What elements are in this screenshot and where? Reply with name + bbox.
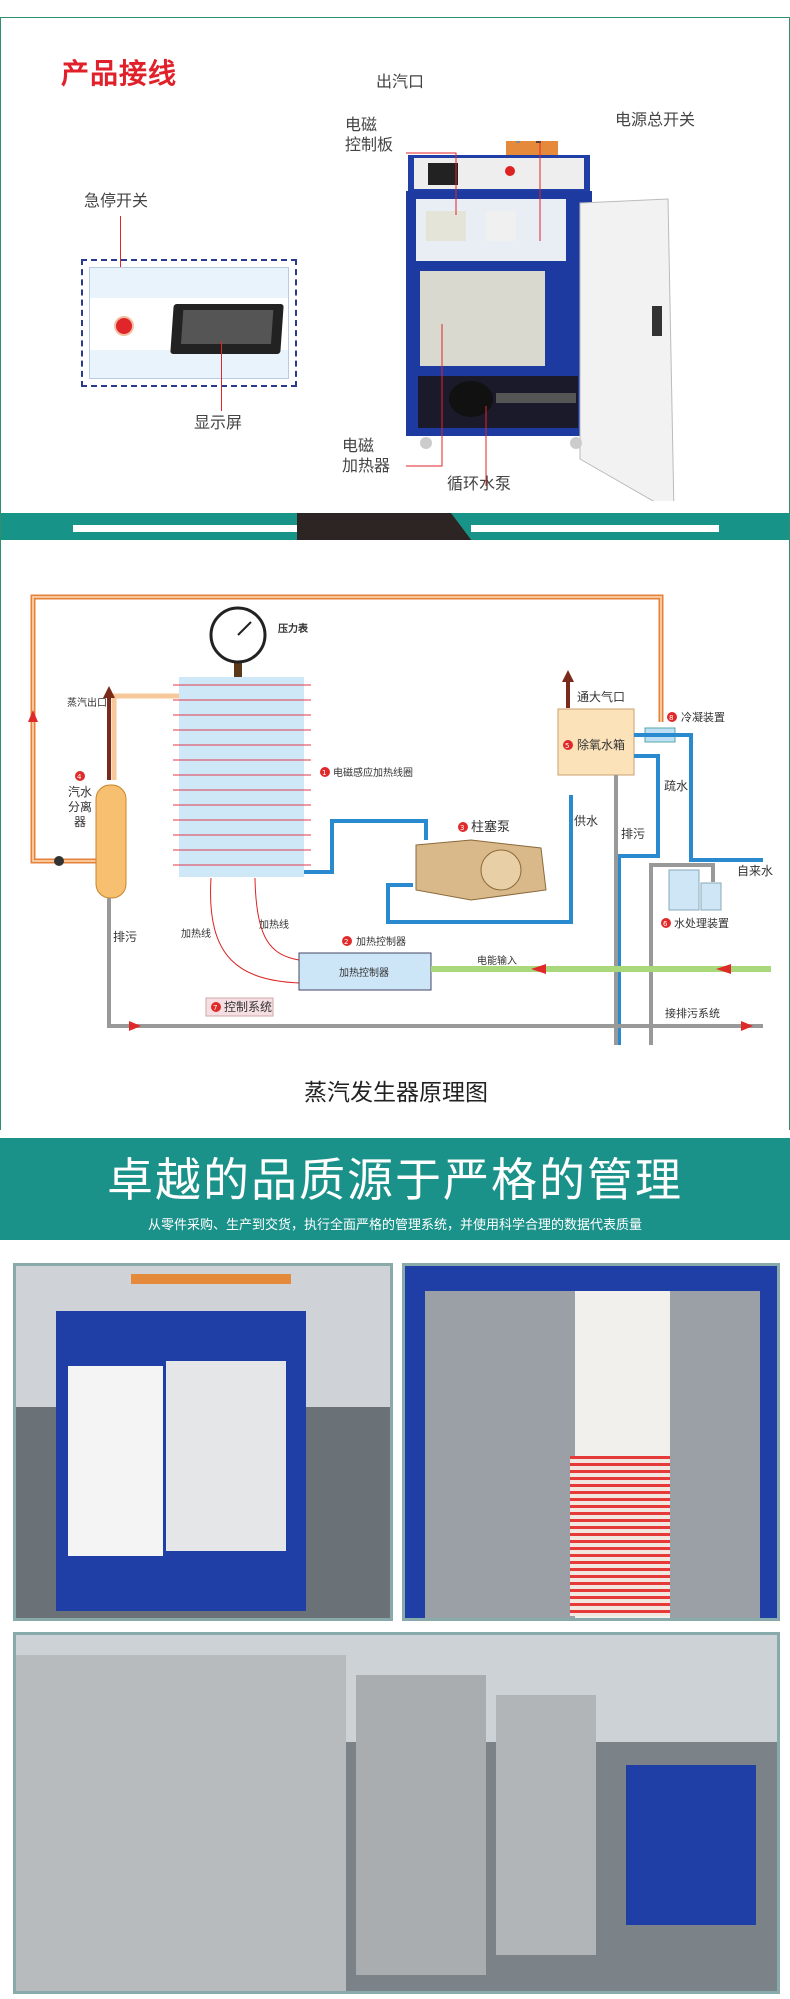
badge-number: 1 xyxy=(322,769,326,777)
product-wiring-panel: 产品接线 急停开关 显示屏 出汽口 xyxy=(0,17,790,540)
label-drain-water: 疏水 xyxy=(664,778,688,793)
label-line: 电磁 xyxy=(345,115,378,134)
label-heating-wire-2: 加热线 xyxy=(259,918,289,931)
badge-number: 3 xyxy=(460,824,464,832)
leader-line xyxy=(406,324,443,467)
leader-line xyxy=(539,141,541,241)
supply-pipe xyxy=(386,795,573,924)
sewage-pipe xyxy=(107,898,763,1028)
badge-number: 5 xyxy=(565,742,569,750)
quality-banner: 卓越的品质源于严格的管理 从零件采购、生产到交货，执行全面严格的管理系统，并使用… xyxy=(0,1138,790,1240)
label-line: 控制板 xyxy=(345,135,394,154)
label-water-treatment: 水处理装置 xyxy=(674,917,729,930)
label-heating-controller: 加热控制器 xyxy=(356,935,406,948)
label-tap-water: 自来水 xyxy=(737,864,773,878)
induction-heater xyxy=(420,271,545,366)
badge-number: 4 xyxy=(77,773,82,781)
section-divider-band xyxy=(1,513,789,540)
label-pressure-gauge: 压力表 xyxy=(278,622,309,635)
label-control-system: 控制系统 xyxy=(224,1000,272,1014)
steam-exit-arrow-icon xyxy=(103,686,115,698)
steam-manifold xyxy=(506,141,558,155)
badge-number: 7 xyxy=(213,1004,217,1012)
label-blowdown-right: 排污 xyxy=(621,827,645,841)
heater-column xyxy=(179,677,304,877)
label-coil: 电磁感应加热线圈 xyxy=(333,766,413,779)
label-circulation-pump: 循环水泵 xyxy=(447,474,512,493)
label-em-heater: 电磁加热器 xyxy=(342,436,390,476)
principle-diagram-panel: 压力表 蒸汽出口 4 汽水 分离 器 1 电磁感应加热线圈 3 柱塞泵 通大气口… xyxy=(0,540,790,1130)
heating-wire xyxy=(210,877,300,984)
control-system-tag xyxy=(205,997,274,1017)
drain-pipe xyxy=(617,754,660,1045)
quality-headline: 卓越的品质源于严格的管理 xyxy=(107,1153,683,1207)
heating-controller-box-label: 加热控制器 xyxy=(339,966,389,979)
quality-subline: 从零件采购、生产到交货，执行全面严格的管理系统，并使用科学合理的数据代表质量 xyxy=(147,1218,642,1233)
label-line: 电磁 xyxy=(342,436,375,455)
emergency-stop-button-image xyxy=(114,316,134,336)
label-condenser: 冷凝装置 xyxy=(681,710,725,724)
label-steam-outlet: 出汽口 xyxy=(376,72,425,91)
photo-production-line xyxy=(13,1632,780,1994)
leader-line xyxy=(221,341,222,411)
label-heating-wire-1: 加热线 xyxy=(181,927,211,940)
label-sewage-system: 接排污系统 xyxy=(665,1006,720,1020)
diagram-caption: 蒸汽发生器原理图 xyxy=(304,1080,488,1106)
label-vent: 通大气口 xyxy=(577,689,625,704)
photo-heater-coil-interior xyxy=(402,1263,780,1621)
label-steam-exit: 蒸汽出口 xyxy=(67,696,107,709)
steam-generator-machine-image xyxy=(406,141,675,501)
label-separator-line: 分离 xyxy=(68,799,92,814)
vent-arrow-icon xyxy=(562,670,574,682)
steam-pipe xyxy=(111,693,179,780)
photo-blue-steam-generator xyxy=(13,1263,393,1621)
label-main-power-switch: 电源总开关 xyxy=(615,110,696,129)
label-separator-line: 汽水 xyxy=(68,784,92,799)
label-pump: 柱塞泵 xyxy=(471,819,510,835)
label-separator-line: 器 xyxy=(74,815,86,829)
control-panel-inset xyxy=(81,259,297,387)
label-line: 加热器 xyxy=(342,456,391,475)
label-power-input: 电能输入 xyxy=(477,954,517,967)
badge-number: 2 xyxy=(344,938,348,946)
tap-water-pipe xyxy=(634,733,763,862)
badge-number: 6 xyxy=(663,920,668,928)
label-em-control-board: 电磁控制板 xyxy=(345,115,393,155)
open-door xyxy=(579,198,675,501)
label-supply: 供水 xyxy=(574,814,598,828)
leader-line xyxy=(406,152,457,215)
principle-diagram: 压力表 蒸汽出口 4 汽水 分离 器 1 电磁感应加热线圈 3 柱塞泵 通大气口… xyxy=(28,594,773,1106)
badge-number: 8 xyxy=(669,714,673,722)
label-tank: 除氧水箱 xyxy=(577,737,625,752)
heating-wire xyxy=(254,877,300,961)
touch-screen-image xyxy=(170,304,284,354)
water-treatment-device xyxy=(668,869,700,911)
label-emergency-stop: 急停开关 xyxy=(84,191,149,210)
induction-coil xyxy=(173,684,311,866)
steam-water-separator xyxy=(95,784,127,899)
feed-pipe xyxy=(304,819,428,874)
label-display: 显示屏 xyxy=(194,413,243,432)
pump-motor xyxy=(449,381,493,417)
label-blowdown-left: 排污 xyxy=(113,930,137,944)
section-title: 产品接线 xyxy=(61,57,178,90)
